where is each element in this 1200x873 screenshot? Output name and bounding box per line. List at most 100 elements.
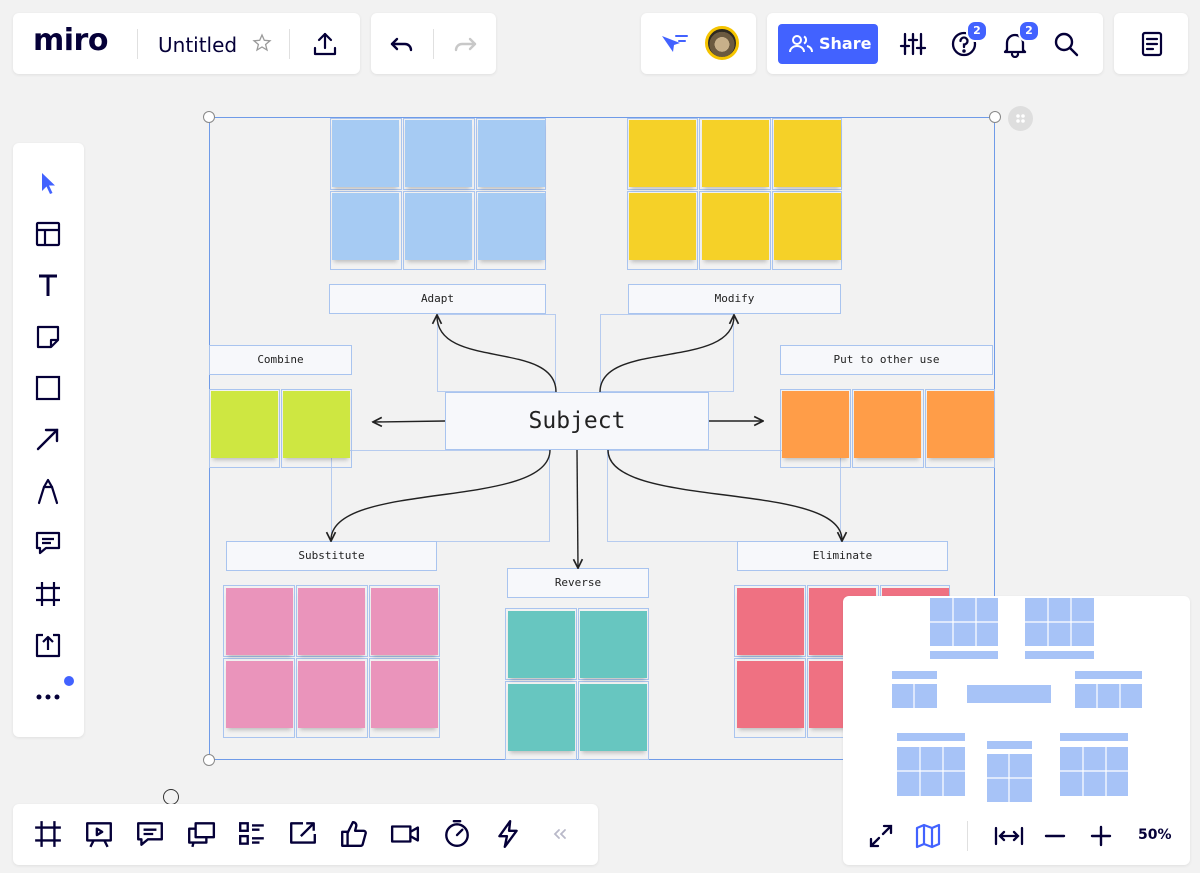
notes-list-icon[interactable]	[1138, 30, 1166, 58]
voting-icon[interactable]	[339, 819, 369, 849]
sticky-note[interactable]	[405, 120, 472, 187]
multi-screen-icon[interactable]	[186, 819, 216, 849]
resize-handle[interactable]	[203, 111, 215, 123]
sticky-note[interactable]	[580, 611, 647, 678]
pen-icon[interactable]	[34, 477, 62, 505]
search-icon[interactable]	[1052, 30, 1080, 58]
sticky-note[interactable]	[774, 120, 841, 187]
shape-icon[interactable]	[34, 374, 62, 402]
upload-icon[interactable]	[34, 631, 62, 659]
sticky-note[interactable]	[226, 661, 293, 728]
grid-cell	[734, 585, 806, 657]
grid-cell	[505, 608, 577, 680]
video-icon[interactable]	[390, 819, 420, 849]
section-label-put-to-other-use[interactable]: Put to other use	[780, 345, 993, 375]
checklist-icon[interactable]	[237, 819, 267, 849]
miro-logo[interactable]: miro	[33, 23, 108, 58]
resize-handle[interactable]	[989, 111, 1001, 123]
help-icon[interactable]	[950, 30, 978, 58]
minimap-block	[1025, 651, 1094, 659]
subject-box[interactable]: Subject	[445, 392, 709, 450]
cards-icon[interactable]	[135, 819, 165, 849]
share-button[interactable]: Share	[778, 24, 878, 64]
undo-icon[interactable]	[388, 30, 416, 58]
fullscreen-icon[interactable]	[867, 822, 895, 850]
star-icon[interactable]	[252, 33, 272, 53]
frame-icon[interactable]	[34, 580, 62, 608]
sticky-note[interactable]	[371, 588, 438, 655]
more-icon[interactable]	[34, 683, 62, 711]
board-title[interactable]: Untitled	[158, 33, 238, 57]
sticky-note[interactable]	[629, 120, 696, 187]
section-label-adapt[interactable]: Adapt	[329, 284, 546, 314]
timer-icon[interactable]	[442, 819, 472, 849]
sticky-note[interactable]	[508, 611, 575, 678]
drag-grip-icon[interactable]	[1008, 106, 1033, 131]
attention-cursor-icon[interactable]	[659, 30, 689, 58]
zoom-in-icon[interactable]	[1087, 822, 1115, 850]
grid-cell	[772, 118, 842, 190]
sticky-note[interactable]	[737, 588, 804, 655]
cursor-icon[interactable]	[34, 169, 62, 197]
new-feature-dot	[64, 676, 74, 686]
sticky-note-icon[interactable]	[34, 323, 62, 351]
grid-cell	[852, 389, 924, 468]
section-label-eliminate[interactable]: Eliminate	[737, 541, 948, 571]
section-label-modify[interactable]: Modify	[628, 284, 841, 314]
sticky-note[interactable]	[211, 391, 278, 458]
sticky-note[interactable]	[702, 120, 769, 187]
sticky-note[interactable]	[298, 588, 365, 655]
sticky-note[interactable]	[580, 684, 647, 751]
connector-line	[331, 450, 550, 542]
minimap-grid	[897, 598, 1128, 802]
notifications-badge: 2	[1018, 20, 1040, 42]
section-label-substitute[interactable]: Substitute	[226, 541, 437, 571]
sticky-note[interactable]	[332, 193, 399, 260]
avatar[interactable]	[705, 26, 739, 60]
zoom-out-icon[interactable]	[1041, 822, 1069, 850]
grid-cell	[476, 191, 546, 270]
minimap-panel: 50%	[843, 596, 1190, 865]
text-icon[interactable]	[34, 271, 62, 299]
sticky-note[interactable]	[226, 588, 293, 655]
comment-icon[interactable]	[34, 529, 62, 557]
sticky-note[interactable]	[774, 193, 841, 260]
minimap-block	[897, 733, 965, 741]
sticky-note[interactable]	[927, 391, 994, 458]
sticky-note[interactable]	[332, 120, 399, 187]
sticky-note[interactable]	[629, 193, 696, 260]
sticky-note[interactable]	[702, 193, 769, 260]
sticky-note[interactable]	[298, 661, 365, 728]
settings-sliders-icon[interactable]	[899, 30, 927, 58]
frames-icon[interactable]	[33, 819, 63, 849]
minimap-view[interactable]	[843, 596, 1190, 806]
sticky-note[interactable]	[283, 391, 350, 458]
resize-handle[interactable]	[203, 754, 215, 766]
sticky-note[interactable]	[371, 661, 438, 728]
map-icon[interactable]	[914, 822, 942, 850]
sticky-note[interactable]	[478, 120, 545, 187]
collapse-icon[interactable]	[550, 819, 580, 849]
arrow-icon[interactable]	[34, 425, 62, 453]
templates-icon[interactable]	[34, 220, 62, 248]
sticky-note[interactable]	[737, 661, 804, 728]
sticky-note[interactable]	[508, 684, 575, 751]
section-label-combine[interactable]: Combine	[209, 345, 352, 375]
sticky-note[interactable]	[854, 391, 921, 458]
fit-width-icon[interactable]	[993, 822, 1025, 850]
grid-cell	[699, 118, 771, 190]
zoom-level[interactable]: 50%	[1138, 827, 1172, 843]
history-panel	[371, 13, 496, 74]
sticky-note[interactable]	[478, 193, 545, 260]
sticky-note[interactable]	[782, 391, 849, 458]
grid-cell	[330, 118, 402, 190]
export-icon[interactable]	[311, 30, 339, 58]
share-screen-icon[interactable]	[288, 819, 318, 849]
minimap-block	[1060, 733, 1128, 741]
sticky-note[interactable]	[405, 193, 472, 260]
help-badge: 2	[966, 20, 988, 42]
lightning-icon[interactable]	[493, 819, 523, 849]
presentation-icon[interactable]	[84, 819, 114, 849]
